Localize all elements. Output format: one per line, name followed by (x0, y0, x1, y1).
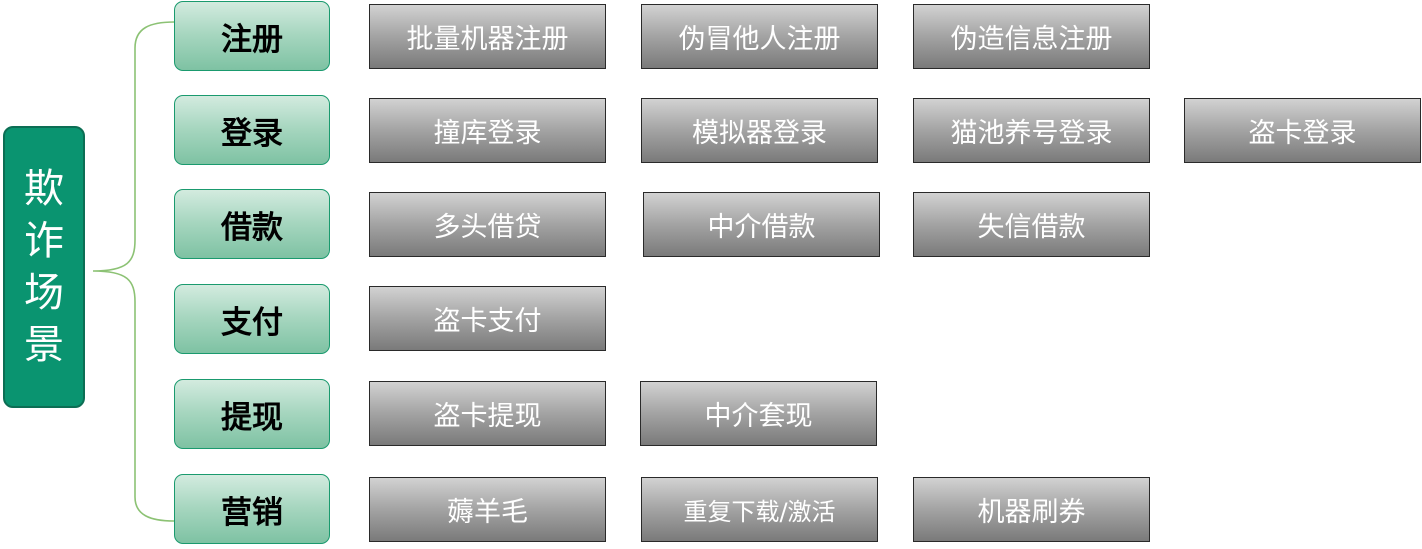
leaf-sim-farm-login: 猫池养号登录 (913, 98, 1150, 163)
leaf-label: 中介借款 (707, 212, 816, 243)
leaf-bulk-bot-register: 批量机器注册 (369, 4, 606, 69)
leaf-label: 盗卡登录 (1248, 118, 1357, 149)
leaf-label: 盗卡提现 (433, 401, 542, 432)
leaf-agent-loan: 中介借款 (643, 192, 880, 257)
leaf-forged-info-register: 伪造信息注册 (913, 4, 1150, 69)
category-register: 注册 (174, 1, 330, 71)
root-label: 欺诈场景 (24, 166, 64, 368)
leaf-label: 失信借款 (977, 212, 1086, 243)
leaf-label: 猫池养号登录 (950, 118, 1113, 149)
leaf-coupon-abuse: 薅羊毛 (369, 477, 606, 542)
leaf-label: 重复下载/激活 (683, 498, 836, 526)
category-withdraw: 提现 (174, 379, 330, 449)
category-label: 支付 (221, 304, 283, 341)
leaf-credential-stuffing-login: 撞库登录 (369, 98, 606, 163)
leaf-label: 撞库登录 (433, 118, 542, 149)
category-label: 注册 (221, 21, 283, 58)
category-marketing: 营销 (174, 474, 330, 544)
category-login: 登录 (174, 95, 330, 165)
leaf-label: 伪冒他人注册 (678, 24, 841, 55)
leaf-multi-lending: 多头借贷 (369, 192, 606, 257)
leaf-stolen-card-login: 盗卡登录 (1184, 98, 1421, 163)
leaf-label: 机器刷券 (977, 497, 1086, 528)
category-label: 提现 (221, 399, 283, 436)
leaf-label: 盗卡支付 (433, 306, 542, 337)
category-label: 借款 (221, 209, 283, 246)
category-loan: 借款 (174, 189, 330, 259)
leaf-bot-coupon-farming: 机器刷券 (913, 477, 1150, 542)
leaf-stolen-card-payment: 盗卡支付 (369, 286, 606, 351)
leaf-repeat-download-activate: 重复下载/激活 (641, 477, 878, 542)
leaf-agent-cashout: 中介套现 (640, 381, 877, 446)
category-label: 登录 (221, 115, 283, 152)
category-label: 营销 (221, 494, 283, 531)
leaf-label: 批量机器注册 (406, 24, 569, 55)
leaf-impersonation-register: 伪冒他人注册 (641, 4, 878, 69)
leaf-stolen-card-withdraw: 盗卡提现 (369, 381, 606, 446)
leaf-label: 模拟器登录 (692, 118, 827, 149)
leaf-label: 中介套现 (704, 401, 813, 432)
leaf-label: 多头借贷 (433, 212, 542, 243)
leaf-label: 薅羊毛 (447, 497, 528, 528)
bracket-curve (92, 21, 175, 522)
leaf-label: 伪造信息注册 (950, 24, 1113, 55)
root-node: 欺诈场景 (3, 126, 85, 408)
category-payment: 支付 (174, 284, 330, 354)
leaf-emulator-login: 模拟器登录 (641, 98, 878, 163)
leaf-bad-credit-loan: 失信借款 (913, 192, 1150, 257)
